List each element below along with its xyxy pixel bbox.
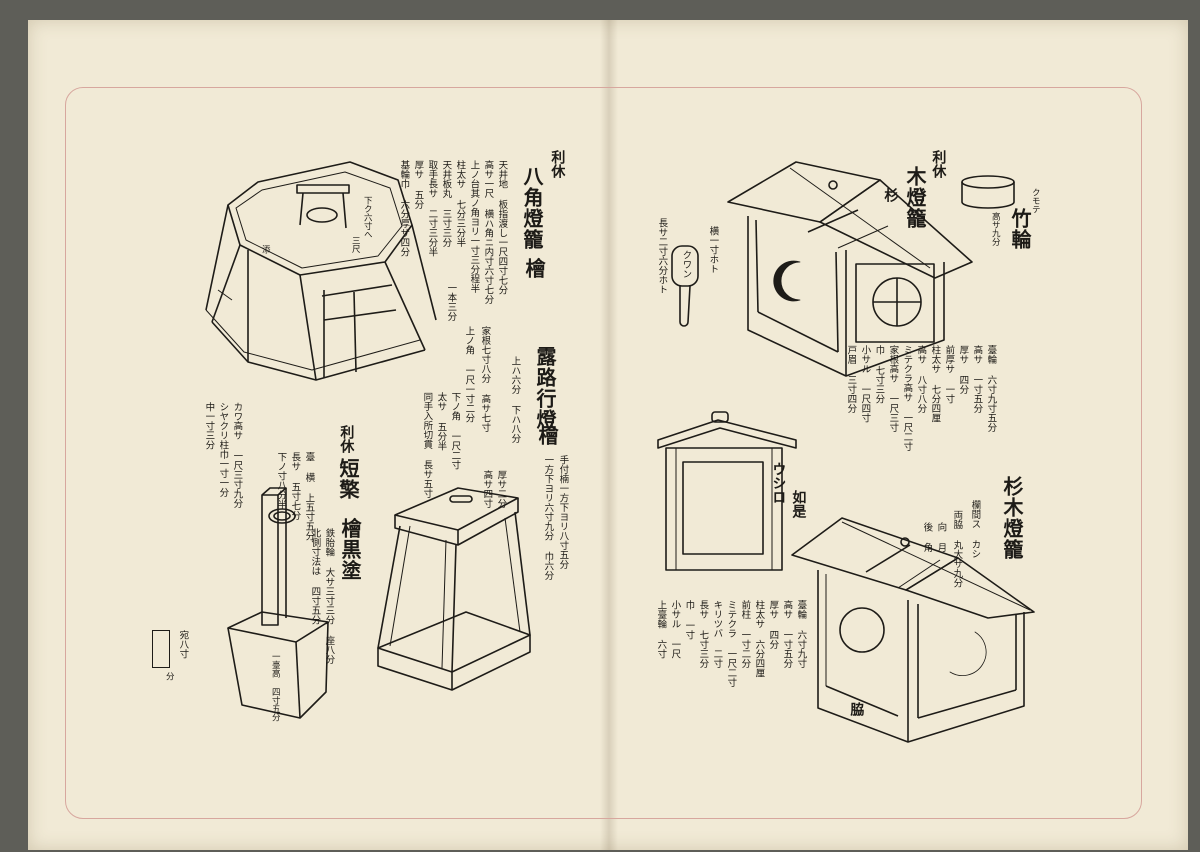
roji-title: 露路行燈 — [533, 346, 557, 430]
back-view-drawing — [658, 412, 796, 570]
wooden-author: 利休 — [930, 150, 947, 178]
stamp-text: 宛八寸 — [177, 630, 189, 659]
tag-note-1: 横一寸ホト — [707, 226, 719, 274]
cedar-side-label: 脇 — [848, 702, 865, 716]
bamboo-note: 高サ九分 — [990, 212, 1001, 246]
book-gutter — [600, 20, 618, 850]
tanshoku-finish: 檜黒塗 — [338, 518, 362, 581]
cedar-title: 杉木燈籠 — [1000, 476, 1024, 560]
tanshoku-stand-drawing — [228, 488, 328, 718]
bamboo-ring-drawing — [962, 176, 1014, 208]
octagonal-lantern-drawing — [206, 162, 436, 380]
tag-drawing — [672, 246, 698, 326]
octagonal-gap-note: 三尺 — [350, 236, 361, 253]
wooden-lantern-drawing — [728, 162, 972, 376]
octagonal-title: 八角燈籠 — [520, 166, 544, 250]
octagonal-author: 利休 — [549, 150, 566, 178]
tanshoku-title: 短檠 — [336, 458, 360, 500]
stamp — [152, 630, 170, 668]
tanshoku-author: 利休 — [338, 425, 355, 453]
roji-wood: 檜 — [535, 425, 559, 446]
page-border — [65, 87, 1142, 819]
wooden-title: 木燈籠 — [903, 166, 927, 229]
book-spread — [28, 20, 1188, 850]
octagonal-wood: 檜 — [522, 258, 546, 279]
back-view-label: ウシロ — [770, 462, 787, 504]
octagonal-small-note: 添 — [260, 245, 271, 254]
tag-label: クワン — [680, 250, 692, 279]
tag-note-2: 長サ二寸六分ホト — [656, 218, 668, 294]
octagonal-hang-note: 下ク六寸へ — [362, 196, 373, 239]
back-view-label-2: 如是 — [790, 490, 807, 518]
cedar-lantern-drawing — [792, 518, 1034, 742]
octagonal-width-note: 一本三分 — [445, 283, 457, 321]
wooden-wood: 杉 — [882, 188, 899, 202]
tanshoku-base-label: 一臺高 四寸五分 — [270, 652, 281, 722]
bamboo-kana: クモテ — [1030, 188, 1041, 214]
stamp-sub: 分 — [164, 672, 175, 681]
roji-lantern-drawing — [378, 488, 530, 690]
bamboo-title: 竹輪 — [1008, 208, 1032, 250]
